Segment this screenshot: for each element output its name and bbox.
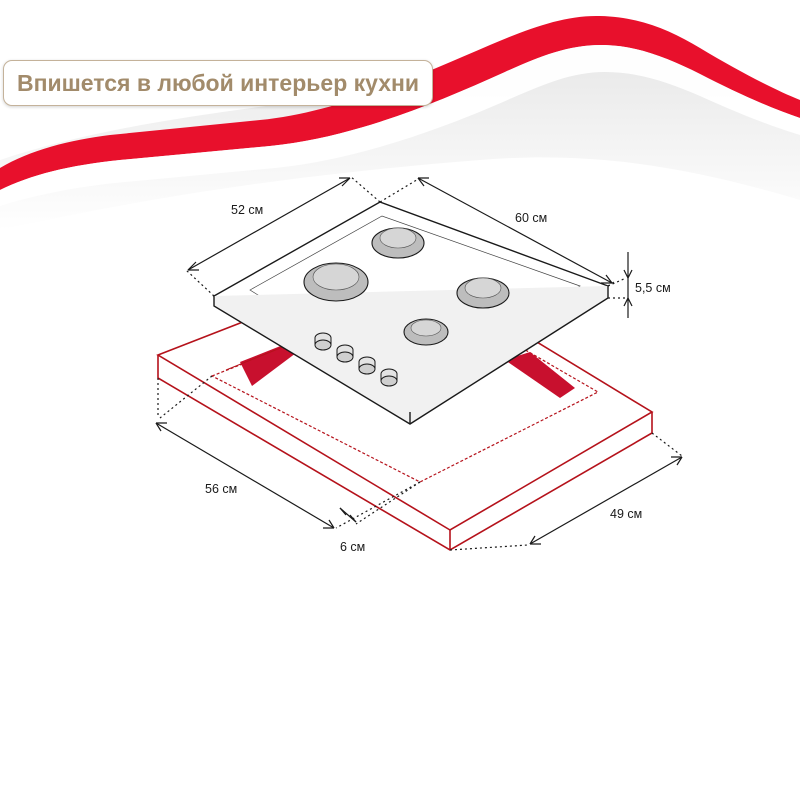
extension-56-b <box>335 481 421 529</box>
label-cutout-offset: 6 см <box>340 540 365 554</box>
arrow-52-start <box>187 261 199 271</box>
burner-back-right <box>456 277 510 309</box>
label-cutout-width: 56 см <box>205 482 237 496</box>
arrow-49-end <box>671 456 683 466</box>
extension-52-b <box>349 175 381 203</box>
burner-front-right <box>403 318 449 346</box>
knob-4 <box>380 368 398 387</box>
burner-back-left <box>371 227 425 259</box>
extension-56-cut <box>159 375 213 419</box>
knob-3 <box>358 356 376 375</box>
dim-line-49 <box>529 456 683 545</box>
cutout-right-corner <box>505 352 575 398</box>
dim-line-56 <box>155 422 335 529</box>
knob-2 <box>336 344 354 363</box>
extension-55-top <box>607 277 627 287</box>
arrow-56-end <box>323 519 335 529</box>
knob-1 <box>314 332 332 351</box>
band-white-edge <box>0 44 800 206</box>
headline-badge: Впишется в любой интерьер кухни <box>3 60 434 106</box>
dim-line-52 <box>187 177 351 271</box>
arrow-56-start <box>155 422 167 432</box>
arrow-60-start <box>417 177 429 187</box>
arrow-49-start <box>529 535 541 545</box>
headline-text: Впишется в любой интерьер кухни <box>17 69 420 96</box>
arrow-6 <box>339 507 357 523</box>
control-knobs <box>314 332 398 387</box>
arrow-5-5-top <box>623 269 633 279</box>
extension-49-a <box>651 432 683 457</box>
dim-line-60 <box>417 177 613 284</box>
extension-60-a <box>379 177 421 203</box>
label-hob-depth: 52 см <box>231 203 263 217</box>
extension-49-b <box>449 544 529 551</box>
label-hob-height: 5,5 см <box>635 281 671 295</box>
label-hob-width: 60 см <box>515 211 547 225</box>
dimension-lines <box>155 175 683 551</box>
cutout-left-corner <box>240 343 300 386</box>
label-cutout-depth: 49 см <box>610 507 642 521</box>
arrow-60-end <box>601 274 613 284</box>
arrow-52-end <box>339 177 351 187</box>
arrow-5-5-bottom <box>623 297 633 307</box>
burner-front-left <box>303 262 369 302</box>
extension-6-a <box>355 481 421 525</box>
extension-52-a <box>185 269 215 297</box>
gas-hob <box>212 201 610 425</box>
